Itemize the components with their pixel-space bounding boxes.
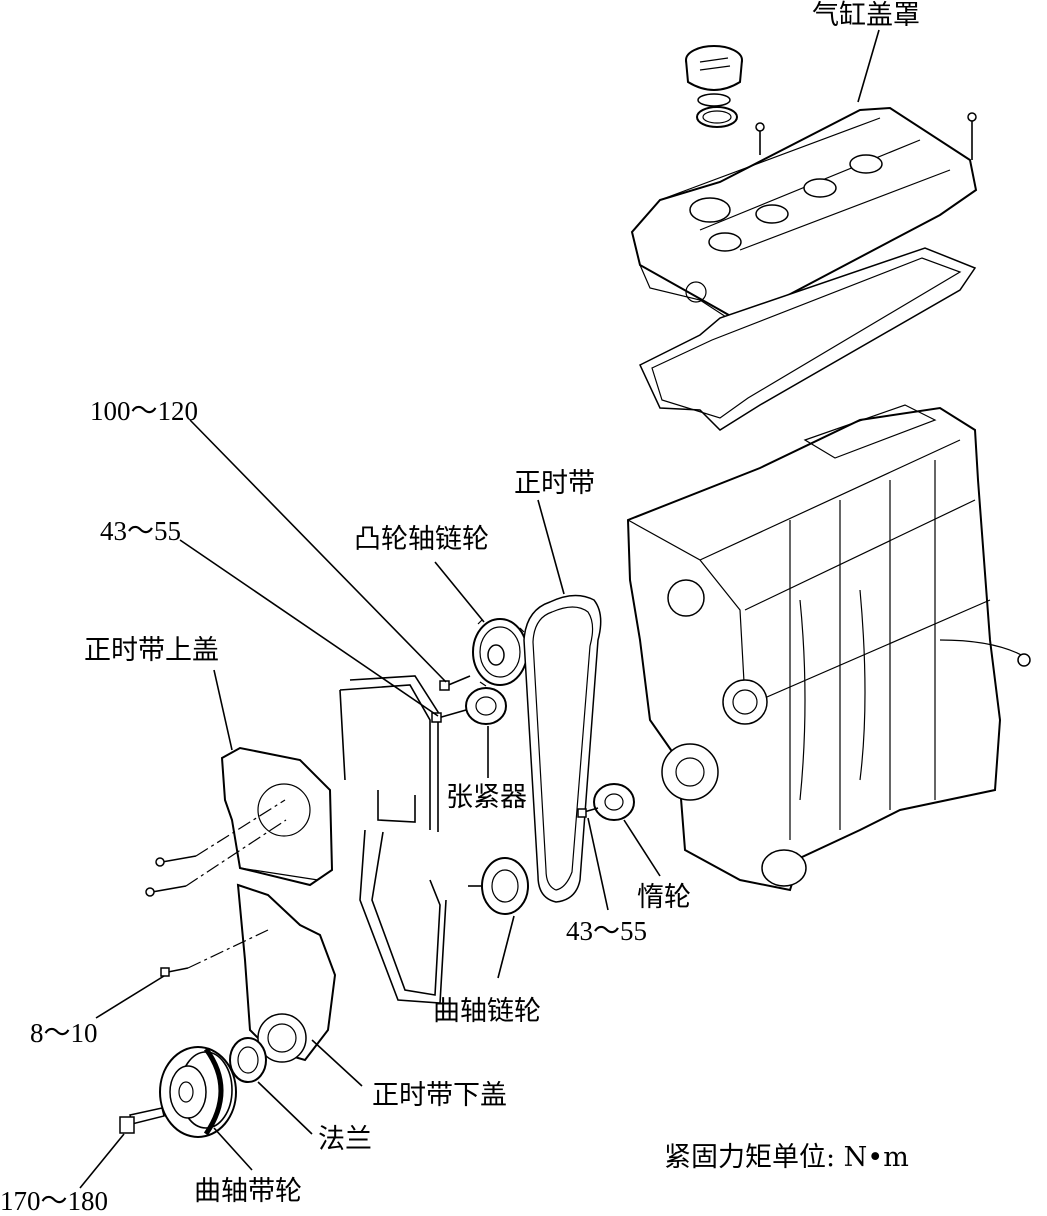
- label-torque-43-55-idler: 43～55: [566, 916, 647, 946]
- crank-pulley-bolt: [119, 1107, 165, 1134]
- timing-belt: [523, 594, 602, 903]
- label-timing-belt: 正时带: [514, 468, 595, 499]
- camshaft-sprocket: [472, 618, 529, 687]
- label-unit-note: 紧固力矩单位: N•m: [664, 1142, 909, 1173]
- valve-cover-bolt: [755, 112, 977, 160]
- label-torque-43-55-tensioner: 43～55: [100, 516, 181, 546]
- timing-cover-seal: [339, 675, 447, 1004]
- label-valve-cover: 气缸盖罩: [812, 0, 920, 31]
- label-torque-8-10: 8～10: [30, 1018, 98, 1048]
- leader-lines: [79, 29, 880, 1189]
- engine-block: [626, 404, 1031, 892]
- label-camshaft-sprocket: 凸轮轴链轮: [354, 524, 489, 555]
- valve-cover-gasket: [639, 247, 977, 431]
- idler-pulley: [577, 783, 635, 821]
- timing-belt-lower-cover: [236, 883, 337, 1063]
- lower-cover-bolt: [160, 967, 189, 977]
- timing-belt-upper-cover: [220, 746, 334, 887]
- upper-cover-bolt: [145, 855, 197, 897]
- label-crankshaft-pulley: 曲轴带轮: [194, 1176, 302, 1207]
- oil-filler-cap: [685, 45, 743, 107]
- label-crankshaft-sprocket: 曲轴链轮: [433, 996, 541, 1027]
- crankshaft-sprocket: [468, 857, 529, 915]
- cam-sprocket-bolt: [439, 675, 471, 691]
- label-torque-170-180: 170～180: [0, 1186, 108, 1216]
- label-tensioner: 张紧器: [446, 782, 527, 813]
- label-lower-cover: 正时带下盖: [372, 1080, 507, 1111]
- label-torque-100-120: 100～120: [90, 396, 198, 426]
- crankshaft-pulley: [159, 1046, 237, 1138]
- valve-cover: [630, 106, 978, 328]
- tensioner: [465, 687, 507, 725]
- flange: [229, 1037, 267, 1083]
- alignment-lines: [185, 799, 287, 969]
- tensioner-bolt: [431, 709, 467, 723]
- label-idler: 惰轮: [637, 882, 691, 913]
- o-ring: [696, 106, 738, 128]
- label-upper-cover: 正时带上盖: [84, 635, 219, 666]
- label-flange: 法兰: [318, 1124, 372, 1155]
